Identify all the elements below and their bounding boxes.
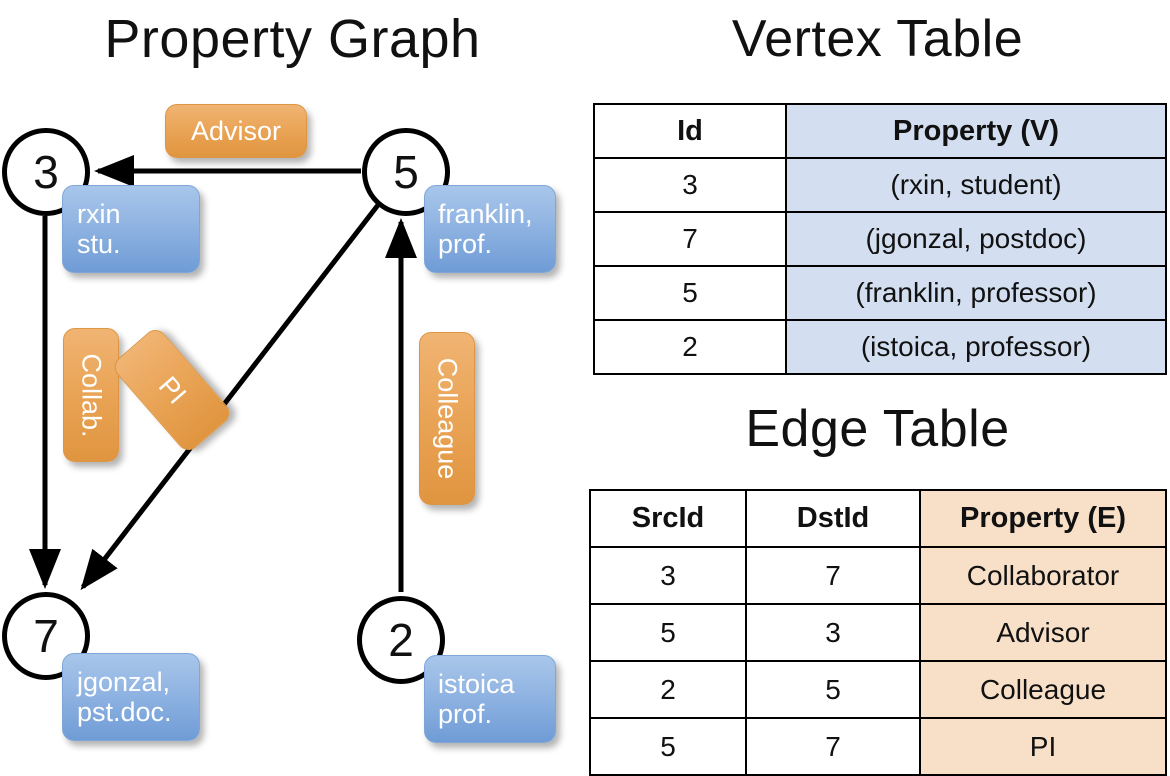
page-title-property-graph: Property Graph (104, 9, 481, 69)
table-row: 3 7 Collaborator (589, 546, 1167, 605)
table-row: 5 (franklin, professor) (593, 265, 1167, 321)
table-header-row: Id Property (V) (593, 103, 1167, 159)
property-graph-diagram: 3 5 7 2 rxin stu. franklin, prof. jgonza… (0, 0, 585, 760)
cell-property: (jgonzal, postdoc) (785, 211, 1167, 267)
vertex-table: Id Property (V) 3 (rxin, student) 7 (jgo… (593, 103, 1167, 375)
cell-srcid: 3 (589, 546, 747, 605)
vertex-property-box-7: jgonzal, pst.doc. (62, 653, 200, 741)
edge-property-label: Advisor (190, 115, 282, 146)
page-title-edge-table: Edge Table (745, 400, 1010, 458)
edge-table: SrcId DstId Property (E) 3 7 Collaborato… (589, 489, 1167, 776)
vertex-property-box-2: istoica prof. (424, 655, 556, 743)
vertex-property-line-2: prof. (438, 699, 493, 729)
cell-property: Collaborator (919, 546, 1167, 605)
cell-property: PI (919, 717, 1167, 776)
cell-property: (rxin, student) (785, 157, 1167, 213)
cell-dstid: 7 (745, 546, 921, 605)
vertex-property-line-1: istoica (438, 668, 515, 699)
column-header-srcid: SrcId (589, 489, 747, 548)
cell-id: 5 (593, 265, 787, 321)
cell-dstid: 5 (745, 660, 921, 719)
column-header-property-e: Property (E) (919, 489, 1167, 548)
table-row: 3 (rxin, student) (593, 157, 1167, 213)
edge-property-label: Collab. (76, 352, 107, 438)
cell-srcid: 5 (589, 717, 747, 776)
cell-id: 2 (593, 319, 787, 375)
vertex-property-line-2: stu. (77, 229, 121, 259)
edge-property-label: Colleague (432, 357, 463, 480)
vertex-property-line-2: pst.doc. (77, 697, 172, 727)
table-header-row: SrcId DstId Property (E) (589, 489, 1167, 548)
cell-dstid: 3 (745, 603, 921, 662)
cell-srcid: 5 (589, 603, 747, 662)
vertex-property-box-5: franklin, prof. (424, 185, 556, 273)
vertex-property-line-1: franklin, (438, 198, 533, 229)
vertex-property-line-2: prof. (438, 229, 493, 259)
graph-node-2[interactable]: 2 (357, 596, 445, 684)
page-title-vertex-table: Vertex Table (731, 10, 1024, 68)
cell-id: 3 (593, 157, 787, 213)
table-row: 7 (jgonzal, postdoc) (593, 211, 1167, 267)
cell-property: (istoica, professor) (785, 319, 1167, 375)
edge-property-box-advisor: Advisor (165, 104, 307, 158)
column-header-id: Id (593, 103, 787, 159)
edge-property-box-collab: Collab. (63, 328, 119, 462)
column-header-property-v: Property (V) (785, 103, 1167, 159)
vertex-property-line-1: jgonzal, (77, 666, 171, 697)
edge-property-box-colleague: Colleague (419, 332, 475, 505)
table-row: 5 3 Advisor (589, 603, 1167, 662)
cell-dstid: 7 (745, 717, 921, 776)
cell-property: Advisor (919, 603, 1167, 662)
edge-line-pi (80, 203, 380, 591)
cell-id: 7 (593, 211, 787, 267)
vertex-property-box-3: rxin stu. (62, 185, 200, 273)
table-row: 2 (istoica, professor) (593, 319, 1167, 375)
graph-node-5[interactable]: 5 (362, 128, 450, 216)
table-row: 5 7 PI (589, 717, 1167, 776)
column-header-dstid: DstId (745, 489, 921, 548)
edge-property-label: PI (152, 370, 193, 410)
cell-property: Colleague (919, 660, 1167, 719)
table-row: 2 5 Colleague (589, 660, 1167, 719)
cell-srcid: 2 (589, 660, 747, 719)
graph-edge-lines (29, 155, 417, 592)
vertex-property-line-1: rxin (77, 198, 121, 229)
cell-property: (franklin, professor) (785, 265, 1167, 321)
